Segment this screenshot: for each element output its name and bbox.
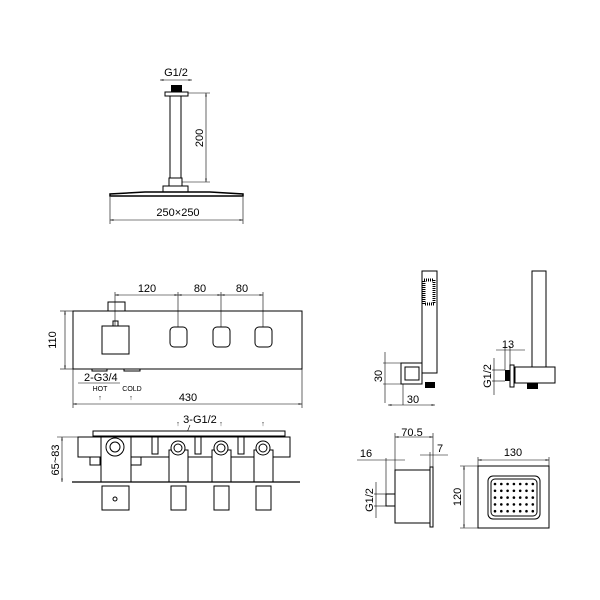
- body-jet-front-view: 130 120: [452, 447, 550, 529]
- outlet-thread: 3-G1/2: [183, 414, 217, 426]
- spacing-80-b: 80: [236, 283, 248, 295]
- side-thread: G1/2: [482, 364, 494, 388]
- nozzle-dot: [512, 482, 516, 486]
- thermostat-top-view: 3-G1/2 ↑ ↑ ↑ 65~83: [50, 414, 300, 511]
- outlet-arrow-icon: ↑: [261, 421, 265, 428]
- nozzle-dot: [518, 489, 522, 493]
- nozzle-dot: [506, 509, 509, 513]
- nozzle-dot: [525, 482, 528, 486]
- nozzle-dot: [518, 509, 522, 513]
- nozzle-dot: [518, 482, 522, 486]
- nozzle-dot: [500, 503, 503, 506]
- panel-height: 110: [47, 331, 59, 349]
- nozzle-dot: [512, 489, 516, 493]
- nozzle-dot: [506, 482, 509, 486]
- nozzle-dot: [518, 496, 522, 499]
- jet-width: 130: [504, 447, 522, 459]
- nozzle-dot: [493, 509, 497, 513]
- inlet-thread: 2-G3/4: [84, 372, 118, 384]
- nozzle-dot: [493, 496, 497, 499]
- hand-shower-view: 30 30: [373, 270, 438, 406]
- panel-width: 430: [179, 392, 197, 404]
- nozzle-dot: [512, 503, 516, 506]
- nozzle-dot: [493, 482, 497, 486]
- shower-arm-length: 200: [194, 129, 206, 147]
- nozzle-dot: [500, 509, 503, 513]
- spray-nozzles: [493, 482, 535, 513]
- outlet-arrow-icon: ↑: [219, 421, 223, 428]
- hot-label: HOT: [93, 386, 109, 393]
- nozzle-dot: [506, 503, 509, 506]
- nozzle-dot: [525, 509, 528, 513]
- spacing-120: 120: [138, 283, 156, 295]
- nozzle-dot: [531, 482, 535, 486]
- connector-length: 16: [360, 448, 372, 460]
- nozzle-dot: [493, 489, 497, 493]
- cold-label: COLD: [122, 386, 141, 393]
- nozzle-dot: [531, 496, 535, 499]
- nozzle-dot: [493, 503, 497, 506]
- shower-head-view: G1/2 250×250 200: [109, 67, 244, 224]
- nozzle-dot: [512, 509, 516, 513]
- nozzle-dot: [506, 489, 509, 493]
- nozzle-dot: [525, 503, 528, 506]
- nozzle-dot: [512, 496, 516, 499]
- nozzle-dot: [525, 489, 528, 493]
- body-jet-side-view: 70.5 7 16 G1/2: [357, 427, 448, 528]
- nozzle-dot: [531, 509, 535, 513]
- jet-height: 120: [452, 488, 464, 506]
- nozzle-dot: [500, 496, 503, 499]
- nozzle-dot: [531, 503, 535, 506]
- outlet-arrow-icon: ↑: [176, 421, 180, 428]
- bracket-width: 30: [407, 394, 419, 406]
- nozzle-dot: [525, 496, 528, 499]
- bracket-height: 30: [373, 370, 385, 382]
- install-depth: 65~83: [50, 445, 62, 476]
- shower-thread-label: G1/2: [164, 67, 188, 79]
- shower-head-size: 250×250: [156, 207, 199, 219]
- cold-arrow-icon: ↑: [129, 395, 133, 402]
- jet-depth: 70.5: [401, 427, 422, 439]
- hand-shower-side-view: 13 G1/2: [482, 270, 556, 395]
- offset-13: 13: [502, 339, 514, 351]
- nozzle-dot: [500, 482, 503, 486]
- nozzle-dot: [500, 489, 503, 493]
- nozzle-dot: [506, 496, 509, 499]
- spacing-80-a: 80: [194, 283, 206, 295]
- nozzle-dot: [518, 503, 522, 506]
- plate-thickness: 7: [437, 443, 443, 455]
- hot-arrow-icon: ↑: [98, 395, 102, 402]
- jet-thread: G1/2: [364, 488, 376, 512]
- thermostat-front-view: 120 80 80 110 2-G3/4 HOT COLD ↑ ↑ 430: [47, 283, 303, 408]
- nozzle-dot: [531, 489, 535, 493]
